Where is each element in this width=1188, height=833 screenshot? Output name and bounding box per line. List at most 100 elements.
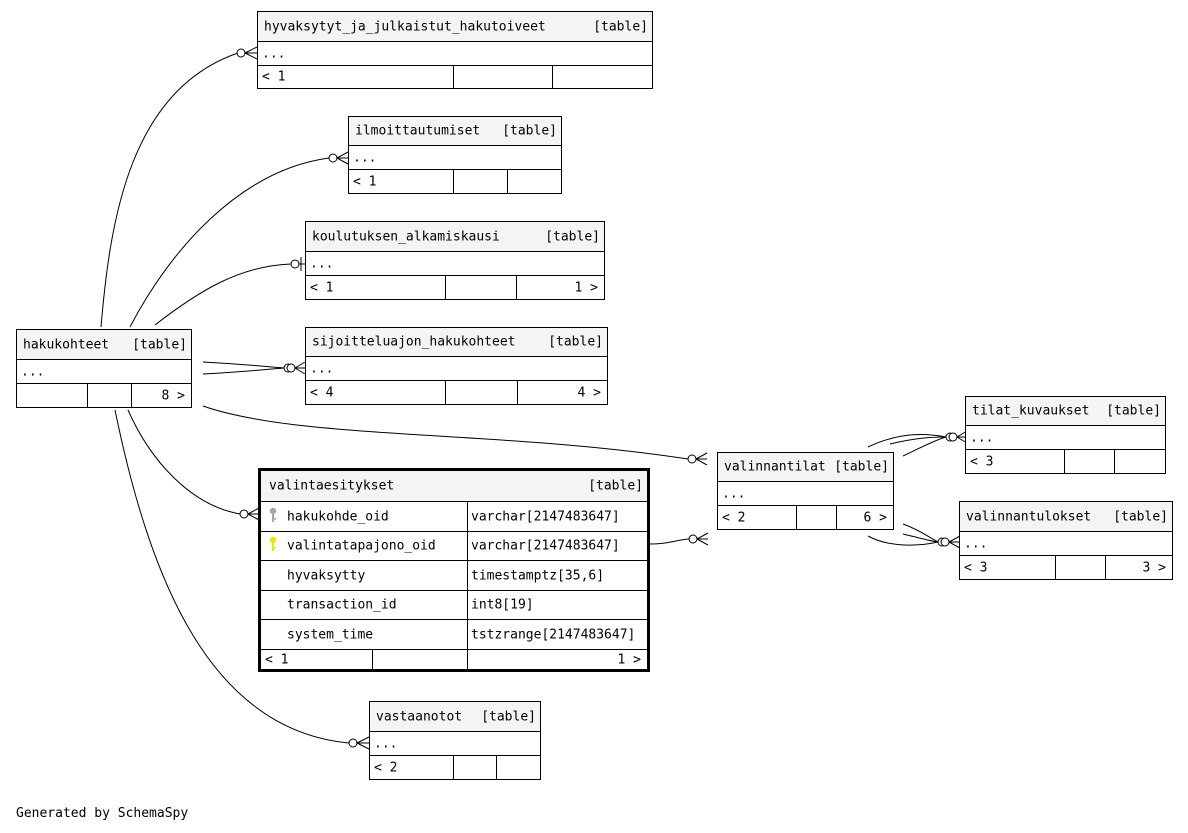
- table-tag: [table]: [548, 334, 603, 350]
- table-footer: < 4 4 >: [306, 381, 607, 404]
- table-body-row: ...: [718, 482, 893, 506]
- table-tag: [table]: [593, 19, 648, 34]
- column-row-hakukohde-oid[interactable]: hakukohde_oid varchar[2147483647]: [261, 502, 647, 532]
- table-name: koulutuksen_alkamiskausi: [312, 229, 500, 244]
- table-header: tilat_kuvaukset [table]: [966, 397, 1165, 426]
- table-hyvaksytyt-ja-julkaistut-hakutoiveet[interactable]: hyvaksytyt_ja_julkaistut_hakutoiveet [ta…: [257, 11, 653, 89]
- parent-count: < 1: [353, 174, 377, 189]
- table-footer: < 3: [966, 450, 1165, 473]
- table-body-ellipsis: ...: [722, 486, 746, 501]
- column-name: valintatapajono_oid: [287, 538, 436, 554]
- table-footer: < 3 3 >: [960, 556, 1172, 579]
- table-vastaanotot[interactable]: vastaanotot [table] ... < 2: [369, 701, 541, 780]
- table-hakukohteet[interactable]: hakukohteet [table] ... 8 >: [16, 329, 192, 408]
- table-footer: < 1: [349, 170, 561, 193]
- table-body-ellipsis: ...: [964, 536, 988, 551]
- edge-valinnantilat-tilat-3: [902, 436, 947, 457]
- table-body-ellipsis: ...: [21, 364, 45, 379]
- table-footer: < 1: [258, 66, 652, 88]
- table-body-row: ...: [960, 532, 1172, 556]
- table-header: valinnantulokset [table]: [960, 502, 1172, 532]
- table-body-row: ...: [370, 732, 540, 756]
- column-type: int8[19]: [471, 597, 534, 613]
- table-footer: < 2 6 >: [718, 506, 893, 529]
- column-row-transaction-id[interactable]: transaction_id int8[19]: [261, 591, 647, 620]
- table-sijoitteluajon-hakukohteet[interactable]: sijoitteluajon_hakukohteet [table] ... <…: [305, 327, 608, 405]
- table-tag: [table]: [1106, 403, 1161, 419]
- parent-count: < 2: [374, 760, 398, 775]
- table-body-ellipsis: ...: [262, 46, 286, 61]
- table-name: valinnantilat: [724, 459, 826, 475]
- primary-key-icon: [269, 536, 277, 556]
- table-body-row: ...: [17, 360, 191, 384]
- parent-count: < 3: [964, 560, 988, 575]
- table-header: valinnantilat [table]: [718, 453, 893, 482]
- edge-valinnantilat-tilat-2: [889, 436, 947, 445]
- edge-valinnantilat-tilat-1: [867, 433, 947, 448]
- table-tag: [table]: [545, 229, 600, 244]
- table-footer: < 1 1 >: [261, 650, 647, 669]
- foreign-key-icon: [269, 507, 277, 527]
- column-type: varchar[2147483647]: [471, 509, 620, 524]
- table-header: valintaesitykset [table]: [261, 471, 647, 502]
- column-type: timestamptz[35,6]: [471, 568, 605, 583]
- table-header: koulutuksen_alkamiskausi [table]: [306, 222, 604, 252]
- parent-count: < 3: [970, 454, 994, 469]
- table-header: hakukohteet [table]: [17, 330, 191, 360]
- table-name: vastaanotot: [376, 709, 463, 724]
- edge-hakukohteet-sijoittelu-1: [202, 361, 285, 369]
- column-row-system-time[interactable]: system_time tstzrange[2147483647]: [261, 620, 647, 650]
- table-tag: [table]: [502, 123, 557, 139]
- edge-valinnantilat-tulokset-3: [867, 535, 939, 546]
- table-body-row: ...: [306, 252, 604, 276]
- child-count: 1 >: [574, 280, 598, 295]
- edge-valintaesitykset-valinnantilat: [649, 538, 690, 545]
- table-name: valinnantulokset: [966, 509, 1092, 524]
- table-body-row: ...: [349, 146, 561, 170]
- column-row-hyvaksytty[interactable]: hyvaksytty timestamptz[35,6]: [261, 561, 647, 591]
- edge-hakukohteet-ilmoittautumiset: [129, 157, 330, 328]
- child-count: 6 >: [863, 510, 887, 525]
- edge-hakukohteet-sijoittelu-2: [202, 367, 285, 375]
- column-type: varchar[2147483647]: [471, 538, 620, 554]
- edge-hakukohteet-valinnantilat: [202, 405, 689, 460]
- child-count: 1 >: [617, 652, 641, 667]
- parent-count: < 1: [262, 69, 286, 85]
- parent-count: < 2: [722, 510, 746, 525]
- table-ilmoittautumiset[interactable]: ilmoittautumiset [table] ... < 1: [348, 116, 562, 194]
- table-name: hyvaksytyt_ja_julkaistut_hakutoiveet: [264, 19, 546, 34]
- table-valinnantilat[interactable]: valinnantilat [table] ... < 2 6 >: [717, 452, 894, 530]
- edge-hakukohteet-vastaanotot: [114, 409, 350, 744]
- table-tilat-kuvaukset[interactable]: tilat_kuvaukset [table] ... < 3: [965, 396, 1166, 474]
- table-name: tilat_kuvaukset: [972, 403, 1090, 419]
- column-name: hakukohde_oid: [287, 509, 389, 524]
- table-tag: [table]: [1113, 509, 1168, 524]
- column-type: tstzrange[2147483647]: [471, 627, 636, 642]
- table-koulutuksen-alkamiskausi[interactable]: koulutuksen_alkamiskausi [table] ... < 1…: [305, 221, 605, 300]
- table-name: valintaesitykset: [269, 478, 395, 494]
- table-body-row: ...: [306, 357, 607, 381]
- child-count: 4 >: [577, 385, 601, 400]
- edge-valinnantilat-tulokset-1: [902, 523, 939, 543]
- table-name: sijoitteluajon_hakukohteet: [312, 334, 516, 350]
- table-tag: [table]: [588, 478, 643, 494]
- table-tag: [table]: [481, 709, 536, 724]
- table-body-ellipsis: ...: [374, 736, 398, 751]
- table-valinnantulokset[interactable]: valinnantulokset [table] ... < 3 3 >: [959, 501, 1173, 580]
- table-body-ellipsis: ...: [310, 256, 334, 271]
- column-row-valintatapajono-oid[interactable]: valintatapajono_oid varchar[2147483647]: [261, 532, 647, 561]
- parent-count: < 1: [265, 652, 289, 667]
- child-count: 3 >: [1142, 560, 1166, 575]
- table-header: ilmoittautumiset [table]: [349, 117, 561, 146]
- edge-valinnantilat-tulokset-2: [902, 533, 939, 543]
- table-name: ilmoittautumiset: [355, 123, 481, 139]
- column-name: transaction_id: [287, 597, 397, 613]
- table-footer: < 2: [370, 756, 540, 779]
- table-header: sijoitteluajon_hakukohteet [table]: [306, 328, 607, 357]
- table-body-row: ...: [966, 426, 1165, 450]
- generated-by-footer: Generated by SchemaSpy: [16, 806, 189, 821]
- table-valintaesitykset[interactable]: valintaesitykset [table] hakukohde_oid v…: [258, 468, 650, 672]
- table-header: hyvaksytyt_ja_julkaistut_hakutoiveet [ta…: [258, 12, 652, 42]
- edge-hakukohteet-valintaesitykset: [127, 409, 241, 515]
